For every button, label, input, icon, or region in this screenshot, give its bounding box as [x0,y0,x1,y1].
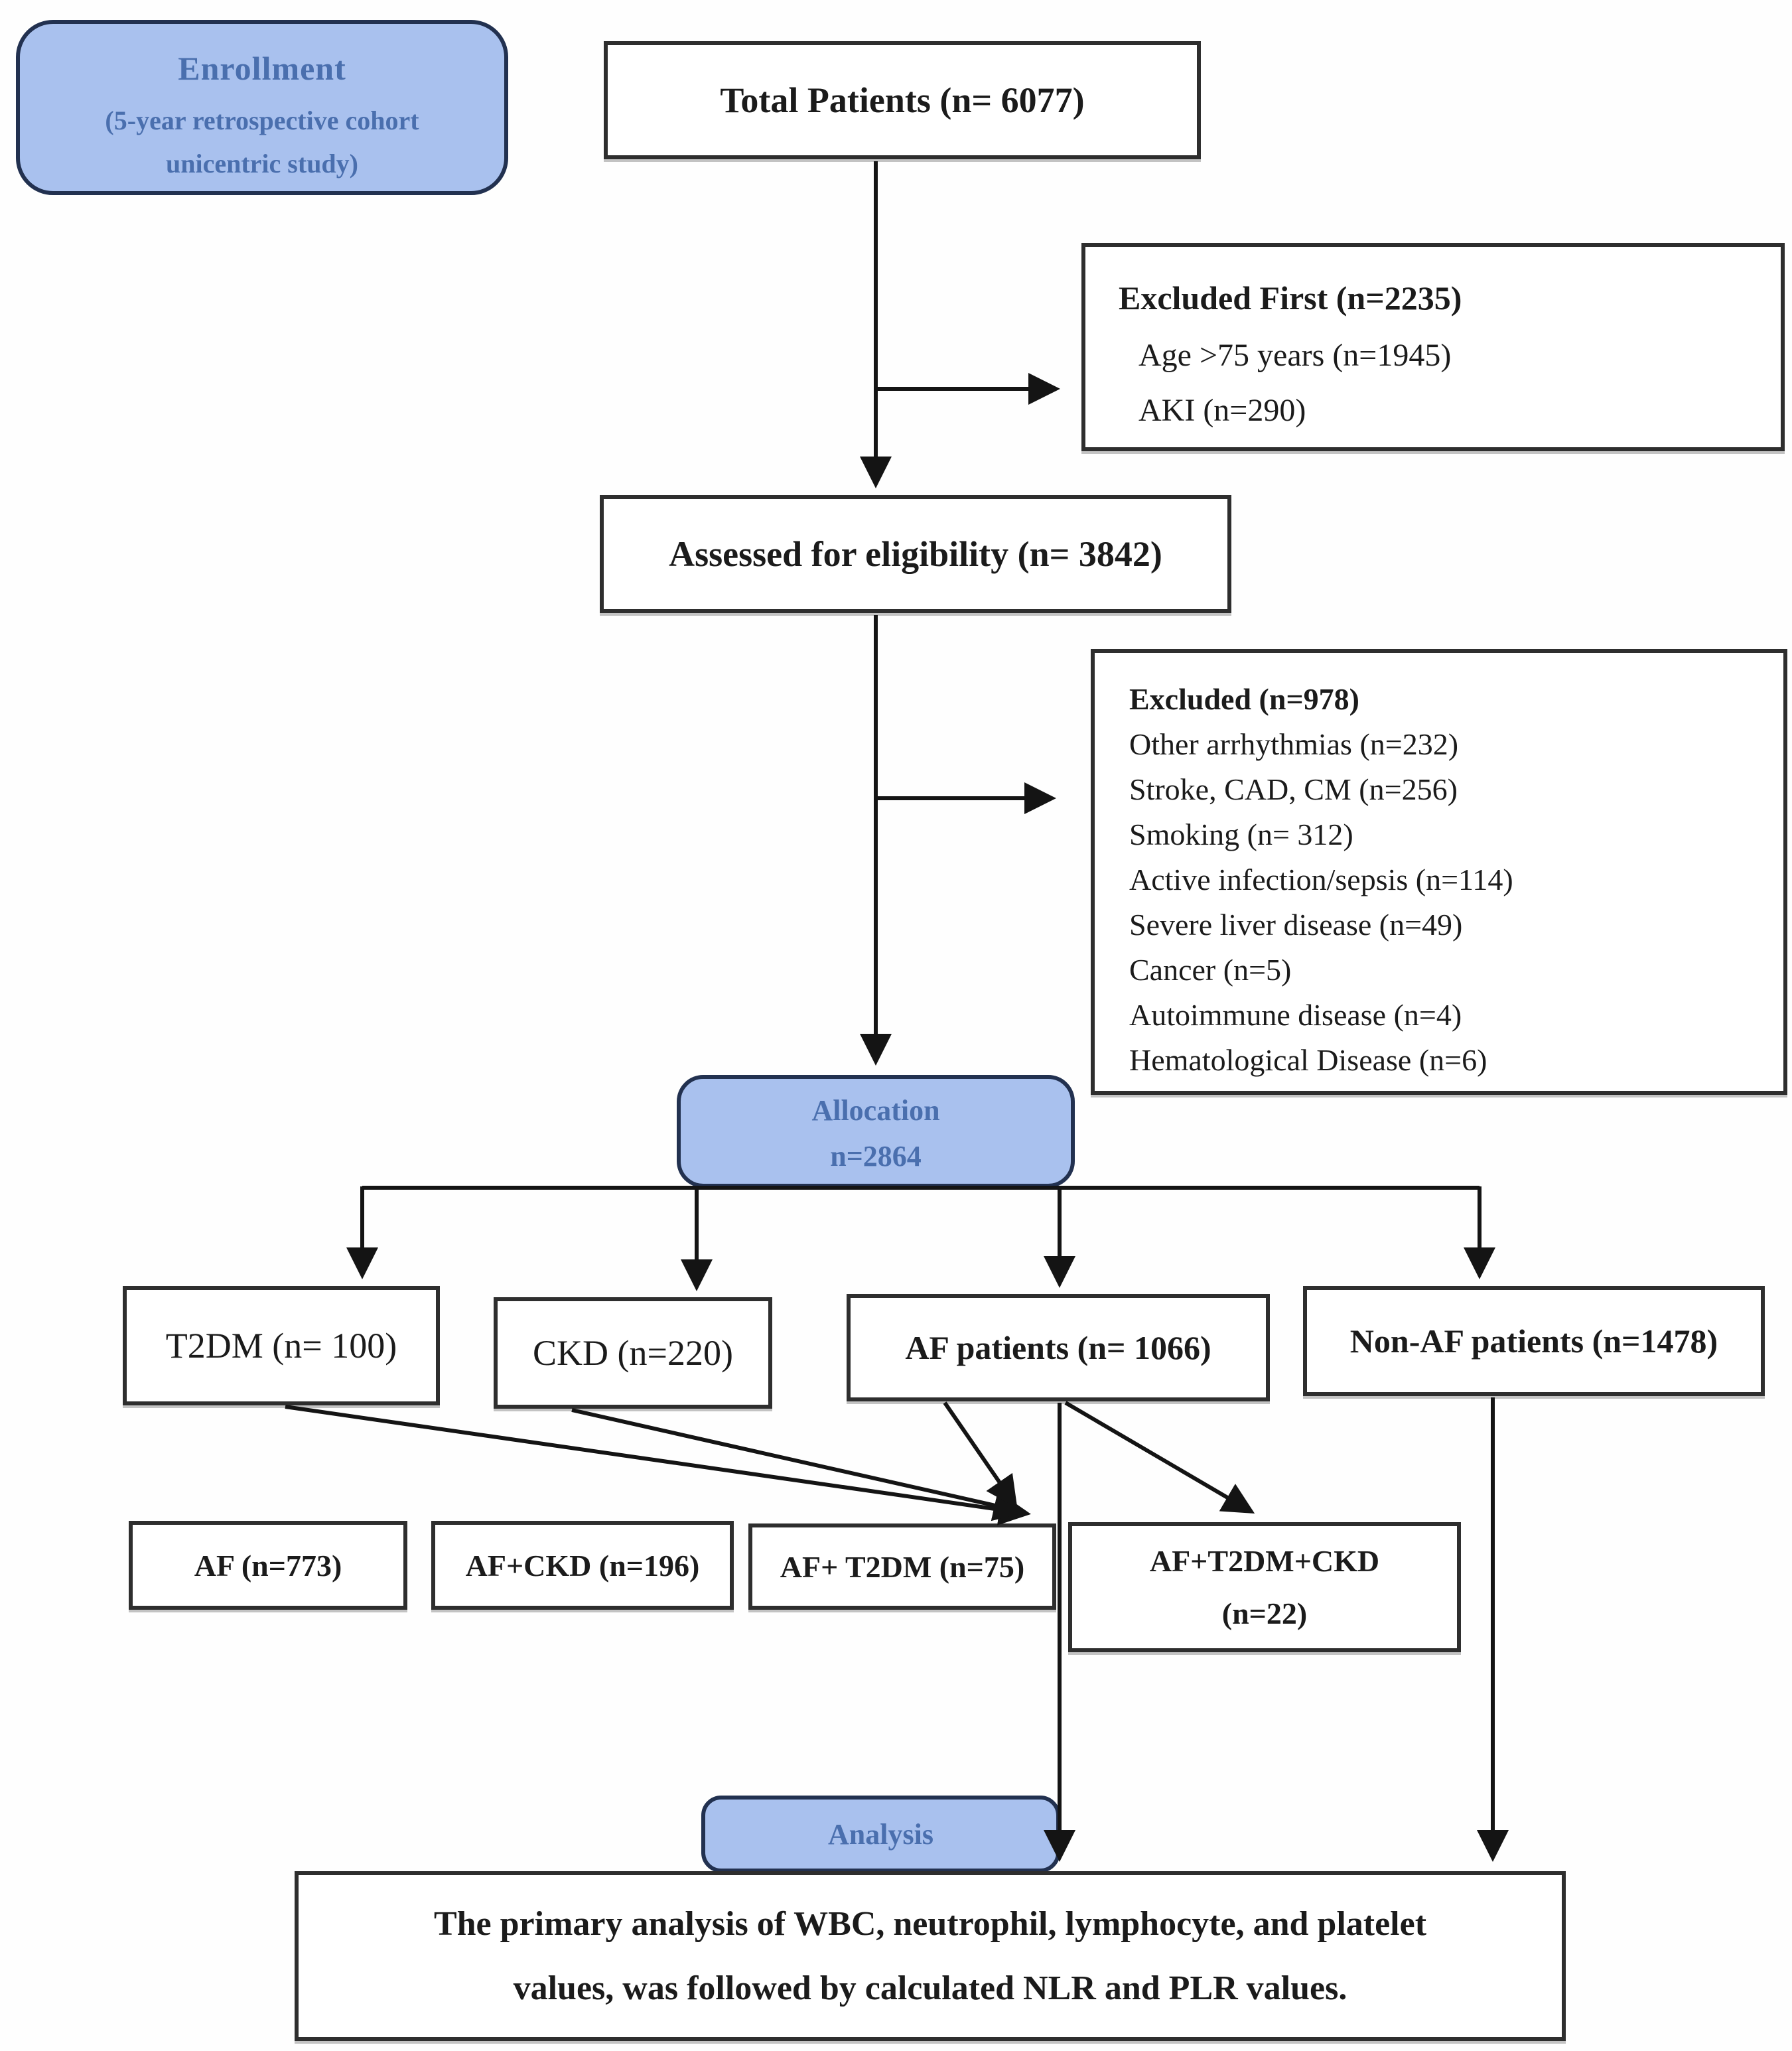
allocation-phase-box: Allocation n=2864 [677,1075,1075,1188]
total-patients-label: Total Patients (n= 6077) [720,80,1085,120]
excluded-second-item: Smoking (n= 312) [1129,817,1353,851]
enrollment-subtitle-line2: unicentric study) [166,149,358,178]
excluded-first-box: Excluded First (n=2235) Age >75 years (n… [1081,243,1785,451]
primary-analysis-line2: values, was followed by calculated NLR a… [513,1969,1347,2007]
subgroup-af-label: AF (n=773) [194,1548,342,1583]
subgroup-af-t2dm-ckd-line1: AF+T2DM+CKD [1149,1544,1380,1578]
enrollment-subtitle-line1: (5-year retrospective cohort [105,106,419,135]
total-patients-box: Total Patients (n= 6077) [604,41,1201,159]
group-ckd-box: CKD (n=220) [494,1297,772,1409]
excluded-second-item: Active infection/sepsis (n=114) [1129,863,1513,896]
subgroup-af-t2dm-label: AF+ T2DM (n=75) [780,1549,1025,1584]
subgroup-af-t2dm-box: AF+ T2DM (n=75) [748,1523,1056,1610]
group-af-label: AF patients (n= 1066) [905,1329,1211,1366]
analysis-phase-box: Analysis [701,1796,1060,1873]
group-t2dm-box: T2DM (n= 100) [123,1286,440,1405]
excluded-second-item: Other arrhythmias (n=232) [1129,727,1459,761]
group-non-af-box: Non-AF patients (n=1478) [1303,1286,1765,1396]
group-non-af-label: Non-AF patients (n=1478) [1349,1322,1718,1360]
subgroup-af-box: AF (n=773) [129,1521,407,1610]
allocation-n-label: n=2864 [830,1140,922,1172]
subgroup-af-t2dm-ckd-box: AF+T2DM+CKD (n=22) [1068,1522,1461,1652]
subgroup-af-t2dm-ckd-line2: (n=22) [1221,1596,1308,1630]
excluded-second-box: Excluded (n=978) Other arrhythmias (n=23… [1091,649,1787,1095]
group-t2dm-label: T2DM (n= 100) [165,1326,397,1366]
group-af-box: AF patients (n= 1066) [847,1294,1270,1401]
primary-analysis-line1: The primary analysis of WBC, neutrophil,… [433,1905,1427,1943]
excluded-second-title: Excluded (n=978) [1129,682,1359,716]
subgroup-af-ckd-label: AF+CKD (n=196) [465,1548,700,1583]
excluded-first-item: Age >75 years (n=1945) [1138,338,1452,373]
analysis-title: Analysis [828,1817,933,1851]
excluded-second-item: Autoimmune disease (n=4) [1129,998,1462,1032]
allocation-title: Allocation [811,1094,940,1127]
enrollment-title: Enrollment [178,50,346,87]
primary-analysis-box: The primary analysis of WBC, neutrophil,… [295,1871,1566,2041]
enrollment-phase-box: Enrollment (5-year retrospective cohort … [16,20,508,195]
assessed-eligibility-box: Assessed for eligibility (n= 3842) [600,495,1231,613]
excluded-second-item: Hematological Disease (n=6) [1129,1043,1487,1077]
excluded-second-item: Stroke, CAD, CM (n=256) [1129,772,1458,806]
excluded-second-item: Cancer (n=5) [1129,953,1292,987]
excluded-second-item: Severe liver disease (n=49) [1129,908,1463,942]
excluded-first-item: AKI (n=290) [1138,393,1306,428]
assessed-eligibility-label: Assessed for eligibility (n= 3842) [669,534,1162,574]
excluded-first-title: Excluded First (n=2235) [1119,279,1462,317]
group-ckd-label: CKD (n=220) [533,1333,733,1373]
subgroup-af-ckd-box: AF+CKD (n=196) [431,1521,734,1610]
